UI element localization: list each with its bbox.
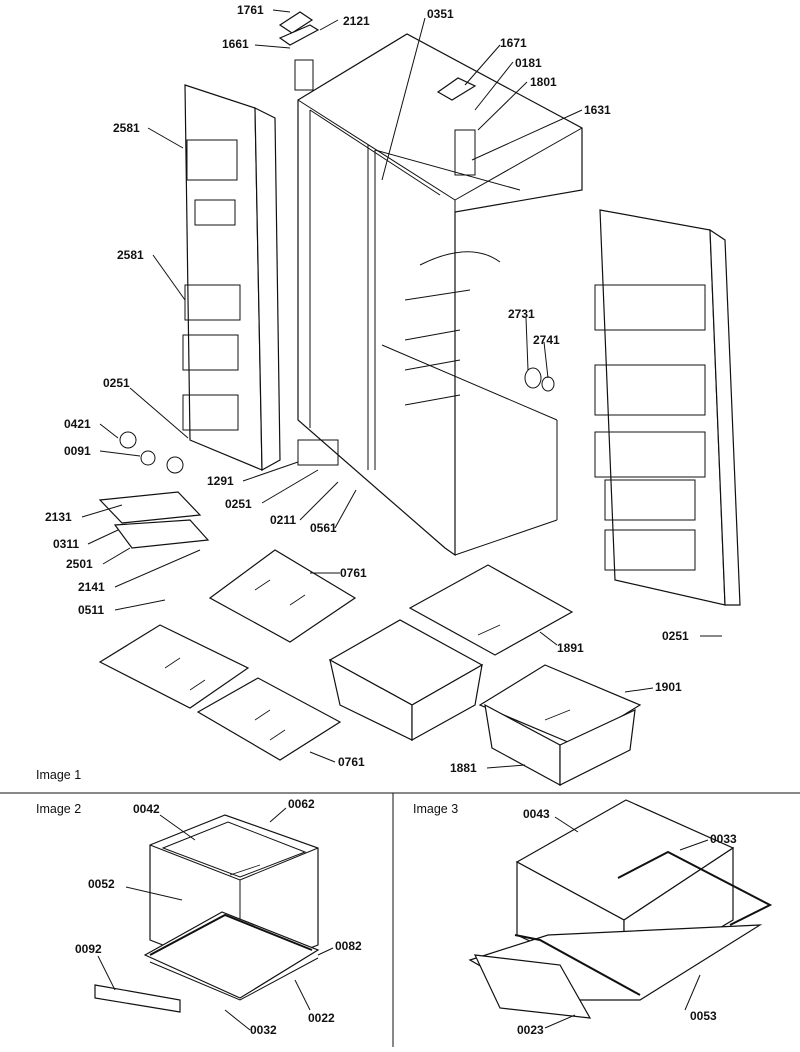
part-label: 0251: [103, 376, 130, 390]
part-label: 0761: [338, 755, 365, 769]
panel-caption-image2: Image 2: [36, 802, 81, 816]
crisper-drawer: [328, 619, 484, 742]
part-label: 0043: [523, 807, 550, 821]
part-label: 1671: [500, 36, 527, 50]
part-label: 2731: [508, 307, 535, 321]
part-label: 0311: [53, 537, 79, 551]
part-label: 0053: [690, 1009, 717, 1023]
part-label: 0022: [308, 1011, 335, 1025]
part-label: 0421: [64, 417, 91, 431]
glass-shelf-right: [196, 677, 342, 761]
part-label: 1891: [557, 641, 584, 655]
part-label: 1661: [222, 37, 249, 51]
meat-pan-cover: [478, 664, 642, 746]
part-label: 2581: [117, 248, 144, 262]
hinge-top-left: [278, 11, 320, 91]
panel-caption-image3: Image 3: [413, 802, 458, 816]
part-label: 1801: [530, 75, 557, 89]
bulb-and-socket: [119, 431, 184, 474]
drawer-assembly-image2: [94, 814, 320, 1013]
part-label: 1631: [584, 103, 611, 117]
part-label: 0211: [270, 513, 296, 527]
part-label: 0561: [310, 521, 337, 535]
glass-shelf-upper: [208, 549, 357, 643]
part-label: 2581: [113, 121, 140, 135]
part-label: 1881: [450, 761, 477, 775]
part-label: 2141: [78, 580, 105, 594]
part-label: 2501: [66, 557, 93, 571]
leader-lines-image2: [97, 807, 334, 1031]
part-label: 0091: [64, 444, 91, 458]
part-labels-image2: 0042 0062 0052 0092 0082 0022 0032: [75, 797, 362, 1037]
part-label: 2131: [45, 510, 72, 524]
part-labels-image1: 1761 2121 1661 0351 1671 0181 1801 1631 …: [45, 3, 689, 775]
part-labels-image3: 0043 0033 0053 0023: [517, 807, 737, 1037]
pan-assembly-image3: [468, 799, 773, 1019]
part-label: 0023: [517, 1023, 544, 1037]
crisper-drawer-cover: [408, 564, 574, 656]
part-label: 1901: [655, 680, 682, 694]
part-label: 0052: [88, 877, 115, 891]
part-label: 0082: [335, 939, 362, 953]
light-cover-bracket: [98, 491, 210, 549]
leader-lines-image1: [81, 9, 722, 769]
part-label: 0062: [288, 797, 315, 811]
glass-shelf-left: [98, 624, 250, 709]
meat-pan: [484, 703, 636, 787]
part-label: 0032: [250, 1023, 277, 1037]
part-label: 0761: [340, 566, 367, 580]
part-label: 1761: [237, 3, 264, 17]
cabinet: [297, 33, 583, 557]
part-label: 0042: [133, 802, 160, 816]
part-label: 0251: [662, 629, 689, 643]
refrigerator-door: [594, 209, 741, 606]
freezer-door: [182, 84, 281, 472]
part-label: 0092: [75, 942, 102, 956]
part-label: 0511: [78, 603, 104, 617]
part-label: 0181: [515, 56, 542, 70]
leader-lines-image3: [544, 816, 709, 1029]
part-label: 0351: [427, 7, 454, 21]
panel-caption-image1: Image 1: [36, 768, 81, 782]
part-label: 2741: [533, 333, 560, 347]
part-label: 0251: [225, 497, 252, 511]
part-label: 2121: [343, 14, 370, 28]
part-label: 0033: [710, 832, 737, 846]
part-label: 1291: [207, 474, 234, 488]
